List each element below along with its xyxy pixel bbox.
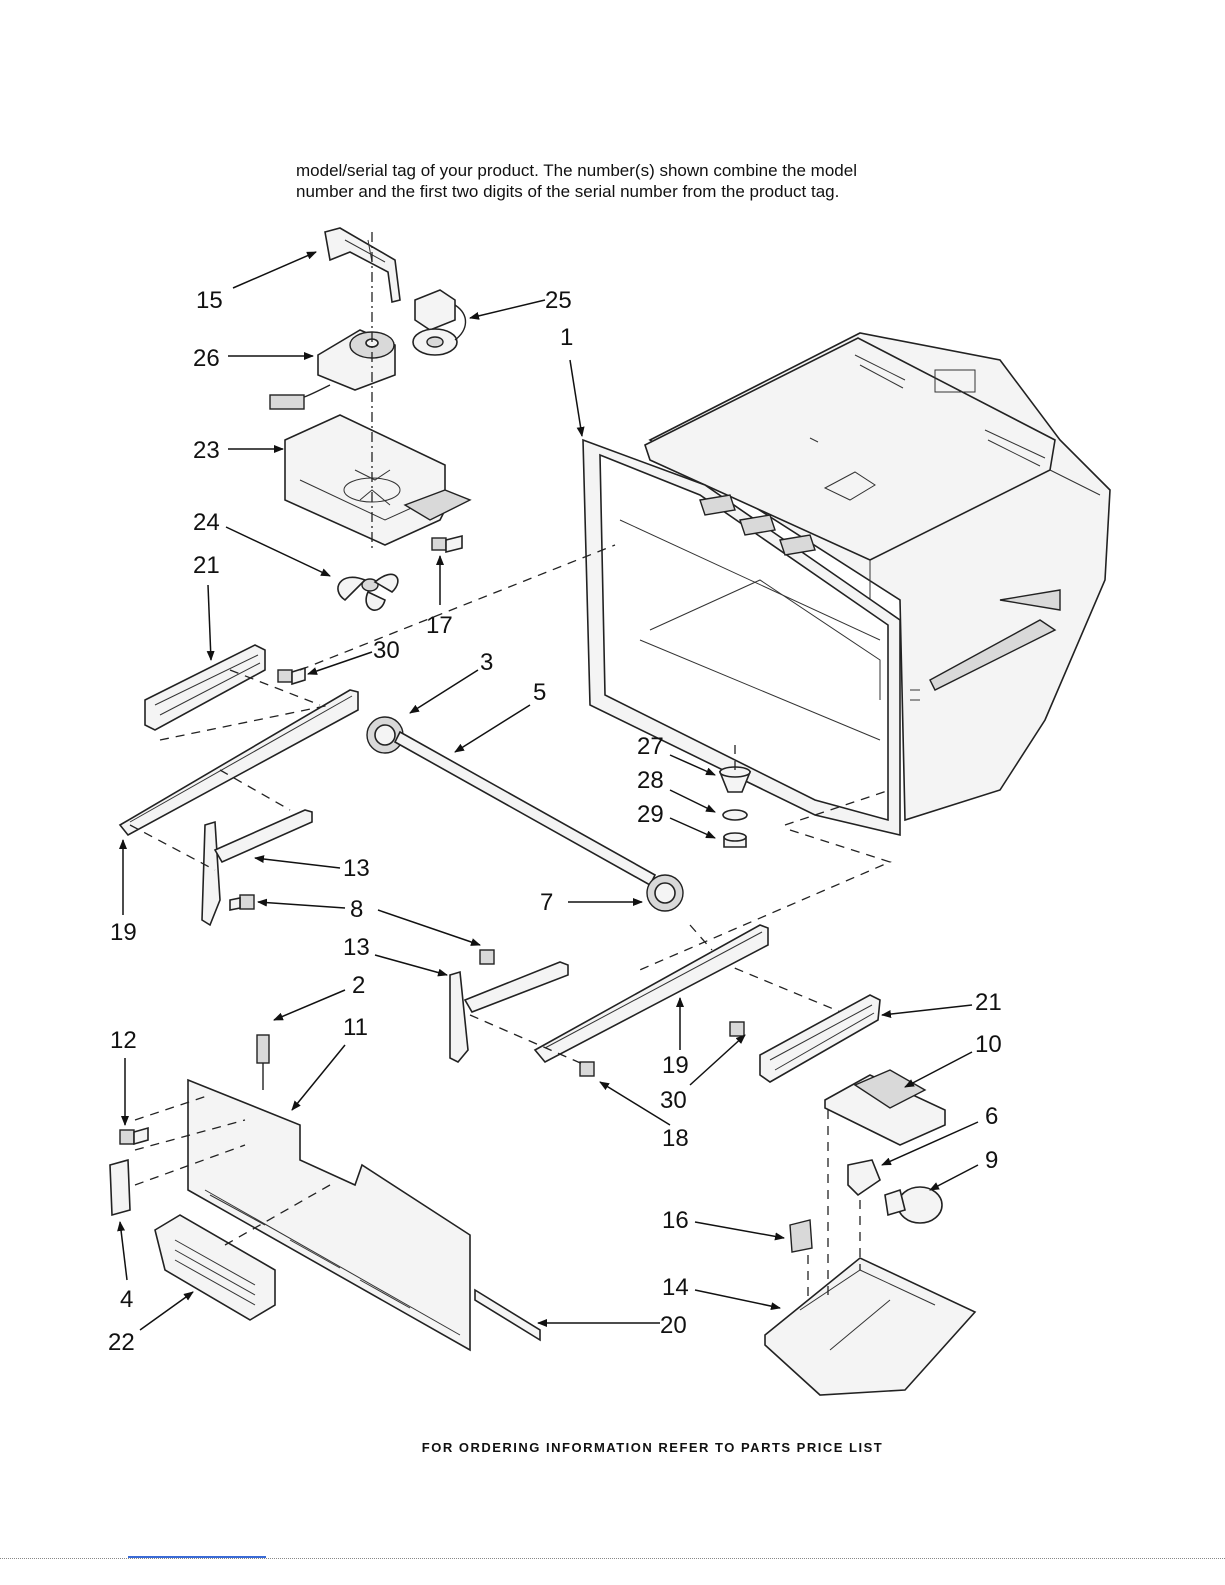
part-20-seal-strip: [475, 1290, 540, 1340]
callout-30-left: 30: [373, 637, 400, 664]
callout-26: 26: [193, 345, 220, 372]
callout-13-left: 13: [343, 855, 370, 882]
callout-9: 9: [985, 1147, 998, 1174]
part-14-light-housing: [765, 1258, 975, 1395]
callout-14: 14: [662, 1274, 689, 1301]
callout-20: 20: [660, 1312, 687, 1339]
callout-15: 15: [196, 287, 223, 314]
part-12-screw: [120, 1128, 148, 1144]
part-4-clip: [110, 1160, 130, 1215]
part-16-switch: [790, 1220, 812, 1252]
part-10-light-cover: [825, 1070, 945, 1145]
part-22-grille: [155, 1215, 275, 1320]
callout-19-left: 19: [110, 919, 137, 946]
callout-6: 6: [985, 1103, 998, 1130]
callout-27: 27: [637, 733, 664, 760]
rail-dash-to-bin: [300, 545, 615, 670]
callout-16: 16: [662, 1207, 689, 1234]
part-30-right-screw: [730, 1022, 744, 1036]
callout-28: 28: [637, 767, 664, 794]
part-21-left-rail-bracket: [145, 645, 265, 730]
bottom-link-underline[interactable]: [128, 1556, 266, 1558]
part-8-screw-right: [480, 950, 494, 964]
part-8-screw-left: [230, 895, 254, 910]
callout-10: 10: [975, 1031, 1002, 1058]
part-6-socket: [848, 1160, 880, 1195]
part-11-cover-plate: [188, 1080, 470, 1350]
callout-18: 18: [662, 1125, 689, 1152]
callout-23: 23: [193, 437, 220, 464]
part-9-bulb: [885, 1187, 942, 1223]
part-30-left-screw: [278, 668, 305, 684]
callout-29: 29: [637, 801, 664, 828]
callout-30-right: 30: [660, 1087, 687, 1114]
part-15-fan-bracket: [325, 228, 400, 302]
callout-17: 17: [426, 612, 453, 639]
part-19-right-slide-rail: [535, 925, 768, 1062]
callout-1: 1: [560, 324, 573, 351]
callout-5: 5: [533, 679, 546, 706]
callout-21-left: 21: [193, 552, 220, 579]
part-25-thermistor: [413, 290, 466, 355]
part-24-fan-blade: [338, 574, 398, 610]
callout-8: 8: [350, 896, 363, 923]
callout-12: 12: [110, 1027, 137, 1054]
part-3-left-gear: [367, 717, 403, 753]
part-26-fan-motor: [270, 330, 395, 409]
callout-22: 22: [108, 1329, 135, 1356]
callout-4: 4: [120, 1286, 133, 1313]
part-23-fan-housing: [285, 415, 470, 545]
callout-25: 25: [545, 287, 572, 314]
footer-ordering-info: FOR ORDERING INFORMATION REFER TO PARTS …: [0, 1440, 1225, 1455]
part-29-grommet: [724, 833, 746, 847]
part-18-screw: [580, 1062, 594, 1076]
part-13-left-support: [202, 810, 312, 925]
callout-19-right: 19: [662, 1052, 689, 1079]
part-21-right-rail-bracket: [760, 995, 880, 1082]
part-2-pin: [257, 1035, 269, 1090]
part-7-right-gear: [647, 875, 683, 911]
part-17-screw: [432, 536, 462, 552]
callout-7: 7: [540, 889, 553, 916]
bottom-divider: [0, 1558, 1225, 1559]
callout-24: 24: [193, 509, 220, 536]
callout-13-right: 13: [343, 934, 370, 961]
part-28-washer: [723, 810, 747, 820]
callout-2: 2: [352, 972, 365, 999]
callout-11: 11: [343, 1014, 368, 1041]
part-5-shaft: [395, 732, 655, 885]
callout-3: 3: [480, 649, 493, 676]
callout-21-right: 21: [975, 989, 1002, 1016]
